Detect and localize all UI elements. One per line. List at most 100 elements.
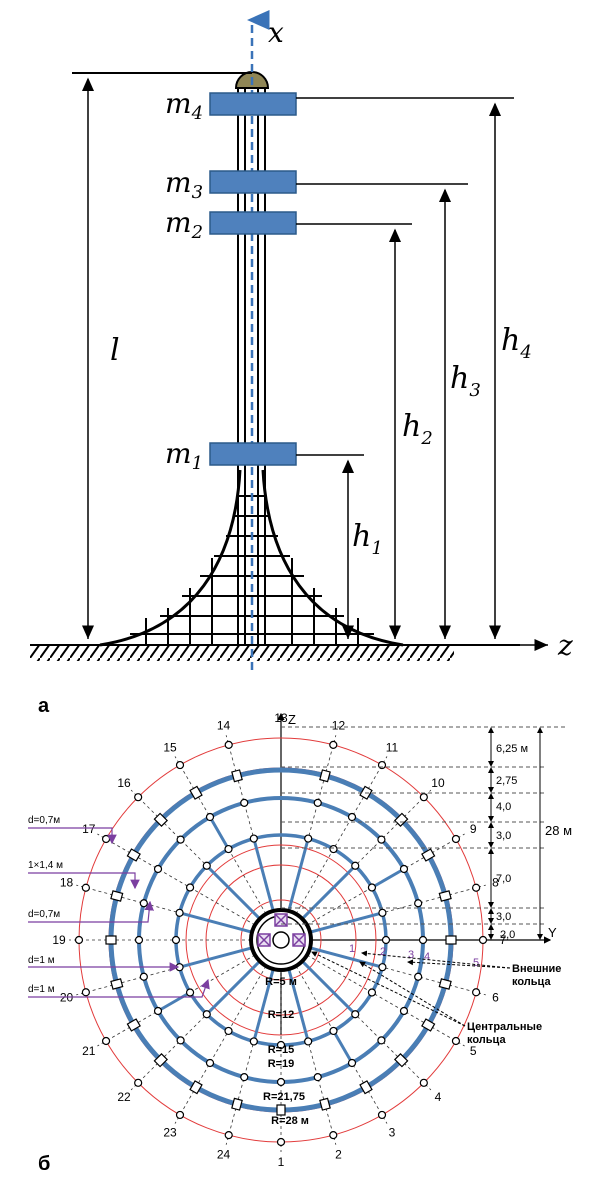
radial-line — [97, 833, 256, 926]
central-rings-label: кольца — [467, 1034, 506, 1046]
mass-m2 — [209, 211, 297, 235]
nodes — [74, 740, 488, 1147]
node-number: 1 — [278, 1155, 285, 1169]
node-number: 16 — [117, 776, 131, 790]
radius-labels: R=5 м R=12 R=15 R=19 R=21,75 R=28 м — [263, 976, 309, 1127]
radius-label: R=21,75 — [263, 1091, 305, 1103]
outer-node — [419, 793, 428, 802]
square-node — [393, 1052, 409, 1068]
member-labels: d=0,7м 1×1,4 м d=0,7м d=1 м d=1 м — [28, 815, 63, 995]
square-node — [445, 935, 457, 945]
outer-node — [329, 740, 338, 749]
dimension-arrows — [82, 77, 501, 639]
square-node — [421, 848, 436, 862]
ring-number: 5 — [473, 957, 479, 969]
node — [399, 1006, 409, 1016]
callout-leaders — [311, 950, 511, 1027]
outer-node — [224, 1131, 233, 1140]
mass-labels: m4 m3 m2 m1 — [165, 87, 203, 474]
node — [351, 861, 360, 870]
node-number: 22 — [117, 1090, 131, 1104]
ring-number: 1 — [349, 943, 355, 955]
square-node — [153, 812, 169, 828]
node — [153, 864, 163, 874]
node — [134, 935, 144, 945]
node — [367, 883, 377, 892]
panel-label-b: б — [38, 1153, 50, 1175]
panel-label-a: а — [38, 695, 50, 717]
square-node — [438, 890, 452, 902]
node — [224, 844, 233, 854]
hub-core — [272, 931, 290, 949]
label-m1: m1 — [165, 437, 203, 474]
ring-number: 4 — [424, 951, 430, 963]
outer-node — [472, 883, 481, 892]
ring-number: 2 — [380, 946, 386, 958]
node-number: 10 — [431, 776, 445, 790]
outer-node — [81, 988, 90, 997]
node — [139, 972, 148, 981]
mass-platforms — [209, 92, 297, 466]
node — [399, 864, 409, 874]
ring-callouts: Внешние кольца Центральные кольца — [467, 963, 561, 1046]
mass-m1 — [209, 442, 297, 466]
z-axis-label: z — [557, 629, 573, 662]
blue-spoke — [287, 968, 310, 1042]
outer-node — [101, 1036, 111, 1046]
level-lines — [296, 97, 514, 456]
figure-b: Z Y 123456789101112131415161718192021222… — [28, 711, 572, 1175]
radius-label: R=15 — [268, 1044, 295, 1056]
square-node — [319, 769, 331, 783]
outer-node — [329, 1131, 338, 1140]
node-number: 12 — [332, 719, 346, 733]
blue-spoke — [301, 960, 357, 1016]
outer-node — [134, 1078, 143, 1087]
blue-spoke — [332, 1030, 354, 1064]
node-number: 13 — [274, 711, 288, 725]
node — [377, 835, 386, 844]
outer-rings-label: Внешние — [512, 963, 561, 975]
node-number: 21 — [82, 1044, 96, 1058]
radius-label: R=19 — [268, 1058, 295, 1070]
radial-line — [295, 756, 388, 915]
square-node — [231, 1097, 243, 1111]
mass-m4 — [209, 92, 297, 116]
node — [176, 835, 185, 844]
member-label: 1×1,4 м — [28, 860, 63, 871]
square-node — [189, 785, 203, 800]
node-number: 17 — [82, 822, 96, 836]
node — [381, 935, 391, 945]
node-number: 15 — [163, 741, 177, 755]
y-axis-b-label: Y — [548, 925, 557, 940]
blue-spoke — [371, 867, 405, 889]
blue-spoke — [252, 838, 275, 912]
node — [139, 899, 148, 908]
base-curve-right — [261, 469, 404, 647]
label-h1: h1 — [352, 519, 383, 559]
node — [240, 1073, 249, 1082]
radius-label: R=12 — [268, 1009, 295, 1021]
dim-value: 3,0 — [496, 830, 511, 842]
label-h3: h3 — [450, 361, 481, 401]
blue-spoke — [205, 960, 261, 1016]
red-ring — [185, 844, 377, 1036]
node — [304, 1037, 313, 1046]
center-hub — [249, 908, 313, 972]
square-node — [421, 1018, 436, 1032]
node — [377, 1036, 386, 1045]
square-node — [276, 1104, 286, 1116]
outer-rings-label: кольца — [512, 976, 551, 988]
outer-node — [377, 1110, 387, 1120]
node — [414, 972, 423, 981]
square-node — [126, 1018, 141, 1032]
node — [276, 1040, 286, 1050]
node-number: 23 — [163, 1125, 177, 1139]
blue-spoke — [309, 946, 383, 969]
outer-node — [377, 760, 387, 770]
dim-value: 3,0 — [496, 911, 511, 923]
node — [185, 988, 195, 997]
outer-node — [101, 834, 111, 844]
radius-label: R=28 м — [271, 1115, 309, 1127]
node-number: 9 — [470, 822, 477, 836]
